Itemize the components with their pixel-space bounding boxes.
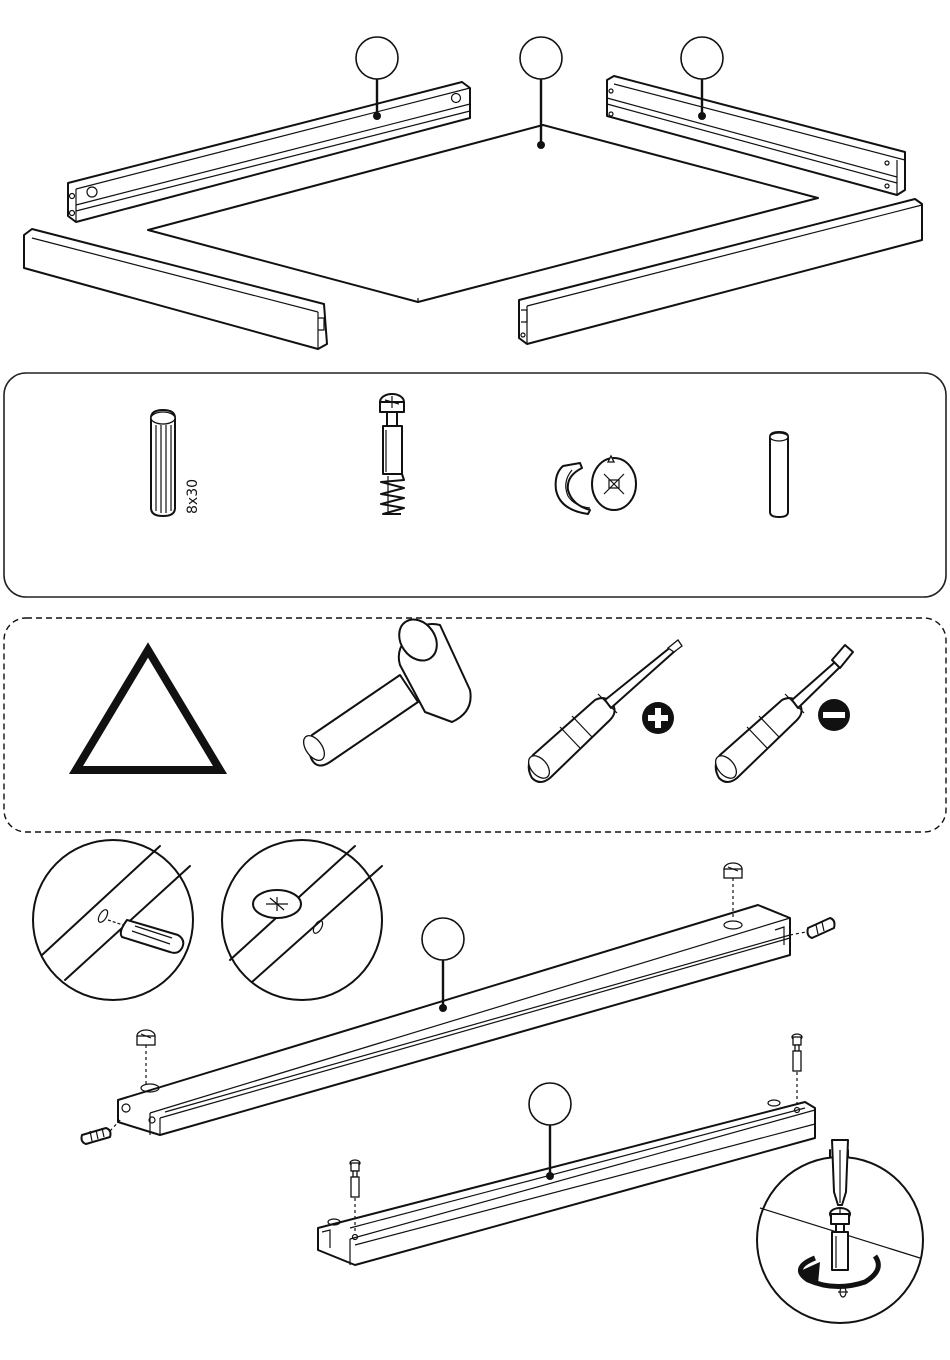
warning-triangle-icon <box>76 650 220 770</box>
cam-lock-left <box>137 1030 155 1085</box>
rubber-mallet-icon <box>299 612 470 765</box>
dowel-size-label: 8x30 <box>185 479 201 514</box>
metal-pin-icon <box>770 432 788 517</box>
zoom-detail-dowel <box>33 840 193 1000</box>
short-rail <box>318 1100 815 1265</box>
phillips-symbol-badge <box>642 702 674 734</box>
hardware-panel: 8x30 <box>4 373 946 597</box>
zoom-detail-cam <box>222 840 382 1000</box>
zoom-detail-screwdriver <box>757 1140 923 1323</box>
flathead-symbol-badge <box>818 699 850 731</box>
dowel-left-end <box>82 1118 123 1144</box>
cam-lock-icon <box>556 456 636 514</box>
wooden-dowel-icon <box>151 410 175 516</box>
tools-panel <box>4 612 946 832</box>
dowel-right-end <box>790 918 835 938</box>
exploded-frame-view <box>24 37 922 349</box>
assembly-step-detail <box>33 840 923 1323</box>
cam-bolt-icon <box>380 394 404 514</box>
cam-bolt-right <box>792 1034 802 1106</box>
